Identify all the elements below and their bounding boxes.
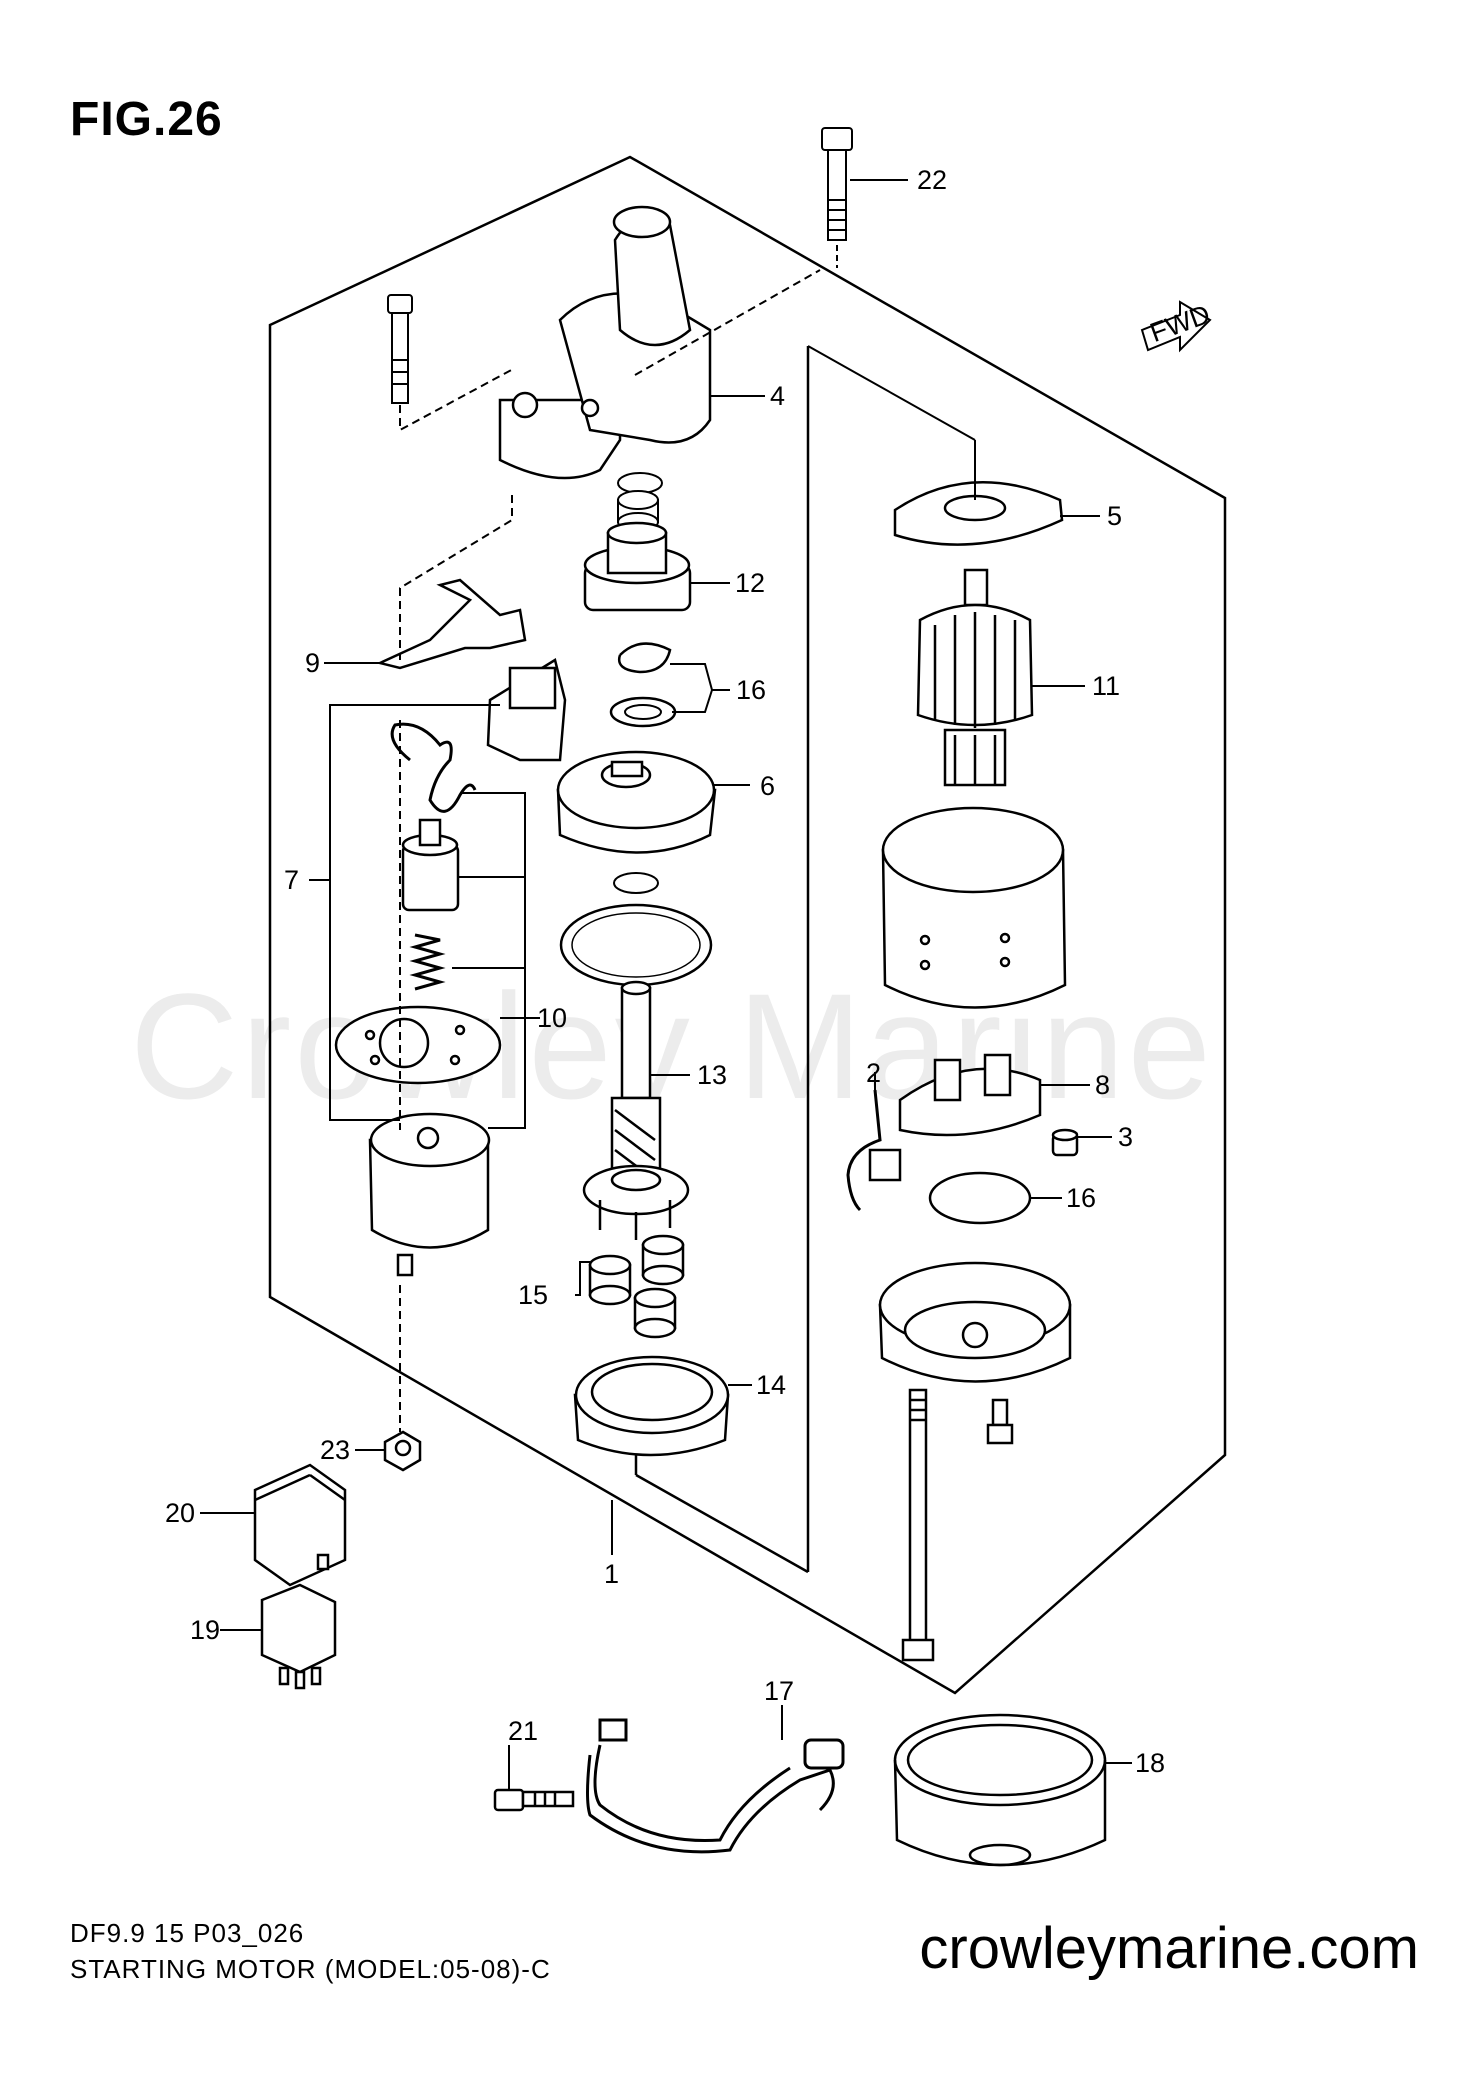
bushing-3 <box>1051 1128 1079 1157</box>
brush-holder-8 <box>898 1053 1042 1137</box>
callout-17: 17 <box>764 1676 794 1706</box>
yoke-housing <box>881 806 1067 1009</box>
callout-4: 4 <box>770 381 785 411</box>
washer-under-cover <box>613 872 659 894</box>
through-bolt <box>901 1388 935 1662</box>
snap-ring-16 <box>617 642 672 674</box>
callout-15: 15 <box>518 1280 548 1310</box>
callout-22: 22 <box>917 165 947 195</box>
lead-wire-2 <box>846 1089 882 1212</box>
callout-1: 1 <box>604 1559 619 1589</box>
return-spring <box>409 933 446 991</box>
inner-group-line <box>807 345 976 441</box>
relay-19 <box>260 1583 337 1690</box>
footer-caption: STARTING MOTOR (MODEL:05-08)-C <box>70 1954 551 1984</box>
callout-5: 5 <box>1107 501 1122 531</box>
end-plate-5 <box>893 480 1064 546</box>
callout-9: 9 <box>305 648 320 678</box>
relay-20 <box>253 1463 347 1587</box>
solenoid-cap <box>486 658 567 762</box>
band-clamp-17 <box>586 1718 845 1854</box>
rubber-band-18 <box>893 1713 1107 1867</box>
internal-gear-14 <box>573 1355 730 1457</box>
inner-group-line-bottom <box>635 1473 809 1574</box>
o-ring-small <box>617 472 663 494</box>
callout-13: 13 <box>697 1060 727 1090</box>
nut-23 <box>383 1430 422 1472</box>
callout-16-upper: 16 <box>736 675 766 705</box>
short-screw <box>986 1398 1014 1445</box>
contact-plate <box>334 1005 502 1085</box>
callout-6: 6 <box>760 771 775 801</box>
callout-20: 20 <box>165 1498 195 1528</box>
planetary-gear-15 <box>588 1234 685 1339</box>
callout-11: 11 <box>1092 671 1120 701</box>
callout-19: 19 <box>190 1615 220 1645</box>
shift-lever-9 <box>376 578 527 670</box>
footer-site-link[interactable]: crowleymarine.com <box>919 1916 1419 1981</box>
housing-4 <box>498 205 712 480</box>
assembly-outline <box>268 155 1227 1695</box>
figure-title: FIG.26 <box>70 93 223 146</box>
bolt-small-left <box>387 294 413 404</box>
thrust-washer-16 <box>609 696 677 728</box>
callout-7: 7 <box>284 865 299 895</box>
gasket-ring <box>559 903 713 987</box>
drive-shaft-13 <box>582 980 690 1240</box>
callout-10: 10 <box>537 1003 567 1033</box>
callout-3: 3 <box>1118 1122 1133 1152</box>
solenoid-body <box>368 1112 491 1277</box>
callout-16-lower: 16 <box>1066 1183 1096 1213</box>
footer-diagram-code: DF9.9 15 P03_026 <box>70 1918 305 1948</box>
bracket-7 <box>329 704 500 1121</box>
callout-23: 23 <box>320 1435 350 1465</box>
callout-2: 2 <box>866 1058 881 1088</box>
bolt-22 <box>821 127 853 268</box>
end-cap <box>878 1261 1072 1383</box>
bracket-10 <box>460 792 526 1129</box>
callout-8: 8 <box>1095 1070 1110 1100</box>
callout-21: 21 <box>508 1716 538 1746</box>
plunger <box>401 818 460 912</box>
gear-cover-6 <box>556 750 717 854</box>
callout-14: 14 <box>756 1370 786 1400</box>
callout-12: 12 <box>735 568 765 598</box>
callout-18: 18 <box>1135 1748 1165 1778</box>
fwd-arrow-icon: FWD <box>1140 299 1214 353</box>
armature-11 <box>916 568 1034 787</box>
pinion-gear-12 <box>583 521 692 612</box>
washer-16-lower <box>928 1171 1032 1225</box>
wire-lead <box>390 722 477 813</box>
bolt-21 <box>493 1788 575 1812</box>
